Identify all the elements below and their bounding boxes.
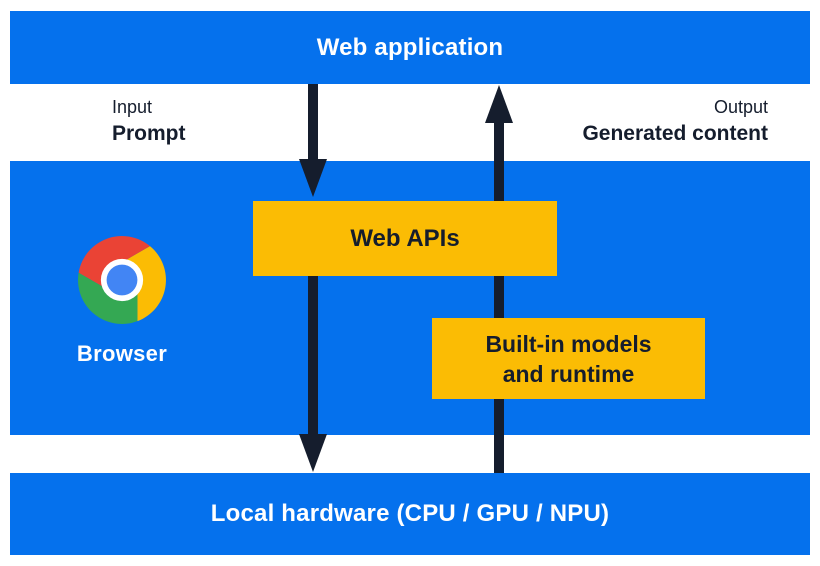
arrow-shaft xyxy=(308,276,318,435)
web-apis-label: Web APIs xyxy=(350,224,460,252)
browser-identity: Browser xyxy=(47,236,197,367)
built-in-models-label-line1: Built-in models xyxy=(485,330,652,357)
built-in-models-label-line2: and runtime xyxy=(502,360,635,387)
web-application-layer: Web application xyxy=(10,11,810,84)
browser-label: Browser xyxy=(76,341,168,366)
input-caption: Input xyxy=(112,97,153,117)
arrow-shaft xyxy=(494,122,504,473)
local-hardware-layer: Local hardware (CPU / GPU / NPU) xyxy=(10,473,810,555)
generated-content-label: Generated content xyxy=(582,122,768,145)
output-caption: Output xyxy=(713,97,768,117)
output-annotation: Output Generated content xyxy=(582,94,768,148)
input-annotation: Input Prompt xyxy=(112,94,186,148)
local-hardware-label: Local hardware (CPU / GPU / NPU) xyxy=(210,500,610,527)
arrow-down-head-icon xyxy=(299,434,327,472)
chrome-icon xyxy=(78,236,166,324)
prompt-label: Prompt xyxy=(112,122,186,145)
built-in-models-box: Built-in models and runtime xyxy=(432,318,705,399)
web-application-label: Web application xyxy=(316,33,504,61)
web-apis-box: Web APIs xyxy=(253,201,557,276)
arrow-down-head-icon xyxy=(299,159,327,197)
arrow-up-head-icon xyxy=(485,85,513,123)
arrow-shaft xyxy=(308,84,318,160)
